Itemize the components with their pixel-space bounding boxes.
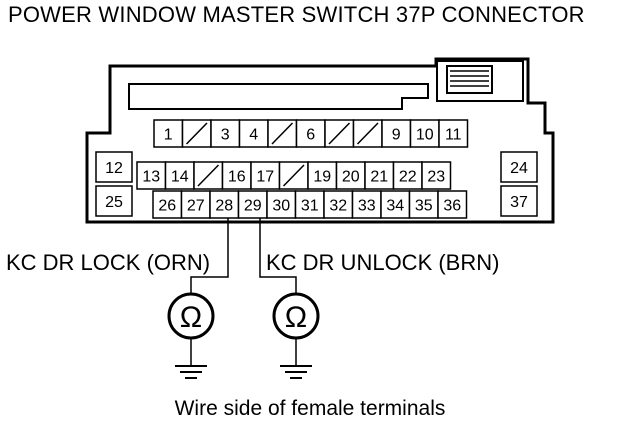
terminal-16: 16 [221, 161, 252, 190]
terminal-22: 22 [392, 161, 423, 190]
ohmmeter-lock: Ω [167, 292, 215, 366]
svg-text:26: 26 [158, 198, 176, 215]
terminal-31: 31 [294, 190, 325, 219]
terminal-32: 32 [323, 190, 354, 219]
diagram-caption: Wire side of female terminals [174, 397, 446, 420]
terminal-unused [193, 161, 224, 190]
lock-wire-label: KC DR LOCK (ORN) [6, 250, 211, 275]
svg-text:30: 30 [272, 198, 290, 215]
diagram-title: POWER WINDOW MASTER SWITCH 37P CONNECTOR [8, 2, 585, 27]
svg-text:16: 16 [228, 169, 246, 186]
svg-text:25: 25 [105, 194, 123, 211]
terminal-4: 4 [238, 119, 269, 148]
svg-text:1: 1 [164, 127, 173, 144]
terminal-unused [181, 119, 212, 148]
ohm-symbol: Ω [180, 301, 202, 334]
ground-icon [280, 365, 312, 379]
terminal-30: 30 [266, 190, 297, 219]
svg-text:22: 22 [399, 169, 417, 186]
unlock-probe-wire [259, 218, 297, 294]
unlock-wire-label: KC DR UNLOCK (BRN) [266, 250, 500, 275]
svg-text:20: 20 [342, 169, 360, 186]
terminal-29: 29 [237, 190, 268, 219]
terminal-23: 23 [421, 161, 452, 190]
terminal-35: 35 [408, 190, 439, 219]
svg-text:4: 4 [249, 127, 258, 144]
terminal-21: 21 [364, 161, 395, 190]
terminal-26: 26 [152, 190, 183, 219]
terminal-9: 9 [381, 119, 412, 148]
svg-text:29: 29 [244, 198, 262, 215]
terminal-27: 27 [180, 190, 211, 219]
terminal-12: 12 [95, 151, 133, 183]
svg-text:36: 36 [443, 198, 461, 215]
terminal-unused [278, 161, 309, 190]
svg-text:24: 24 [510, 160, 528, 177]
terminal-11: 11 [438, 119, 469, 148]
ohmmeter-unlock: Ω [272, 292, 320, 366]
terminal-36: 36 [437, 190, 468, 219]
terminal-19: 19 [307, 161, 338, 190]
svg-text:31: 31 [301, 198, 319, 215]
terminal-13: 13 [136, 161, 167, 190]
svg-text:32: 32 [329, 198, 347, 215]
svg-text:3: 3 [221, 127, 230, 144]
svg-text:9: 9 [392, 127, 401, 144]
terminal-37: 37 [500, 185, 538, 217]
terminal-1: 1 [153, 119, 184, 148]
svg-text:6: 6 [306, 127, 315, 144]
terminal-6: 6 [295, 119, 326, 148]
connector-top-slot [128, 83, 429, 110]
terminal-14: 14 [164, 161, 195, 190]
svg-text:12: 12 [105, 160, 123, 177]
svg-text:37: 37 [510, 194, 528, 211]
svg-text:11: 11 [445, 127, 462, 144]
ground-icon [175, 365, 207, 379]
svg-text:17: 17 [256, 169, 274, 186]
connector-housing [85, 57, 555, 224]
terminal-28: 28 [209, 190, 240, 219]
svg-text:27: 27 [187, 198, 205, 215]
svg-text:13: 13 [142, 169, 160, 186]
terminal-33: 33 [351, 190, 382, 219]
ohm-symbol: Ω [285, 301, 307, 334]
svg-text:35: 35 [415, 198, 433, 215]
connector-lock-window [446, 65, 493, 94]
svg-text:14: 14 [171, 169, 189, 186]
svg-text:28: 28 [215, 198, 233, 215]
svg-text:34: 34 [386, 198, 404, 215]
terminal-10: 10 [409, 119, 440, 148]
svg-text:21: 21 [370, 169, 388, 186]
terminal-unused [352, 119, 383, 148]
svg-text:19: 19 [313, 169, 331, 186]
terminal-24: 24 [500, 151, 538, 183]
terminal-34: 34 [380, 190, 411, 219]
connector-lock-tab [436, 60, 524, 102]
terminal-3: 3 [210, 119, 241, 148]
terminal-17: 17 [250, 161, 281, 190]
terminal-unused [324, 119, 355, 148]
svg-text:23: 23 [427, 169, 445, 186]
svg-text:10: 10 [416, 127, 434, 144]
terminal-25: 25 [95, 185, 133, 217]
svg-text:33: 33 [358, 198, 376, 215]
terminal-unused [267, 119, 298, 148]
terminal-20: 20 [335, 161, 366, 190]
lock-probe-wire [190, 218, 229, 294]
